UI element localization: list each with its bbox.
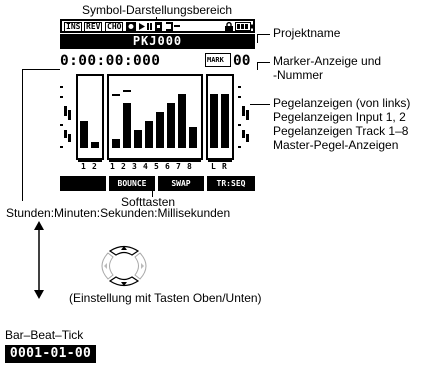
track-number-4: 4 <box>143 162 148 171</box>
lcd-display: INS REV CHO PKJ000 0:00:00:000 <box>60 19 255 191</box>
time-counter: 0:00:00:000 <box>60 53 161 69</box>
input-meter-box <box>76 74 104 160</box>
track-level-bar-4 <box>145 121 153 148</box>
cho-icon: CHO <box>105 22 124 32</box>
softkey-trseq[interactable]: TR:SEQ <box>207 176 255 191</box>
right-db-scale <box>238 86 249 148</box>
track-number-7: 7 <box>176 162 181 171</box>
label-time-format: Stunden:Minuten:Sekunden:Millisekunden <box>6 206 231 220</box>
project-name-bar: PKJ000 <box>60 34 255 49</box>
label-marker-line2: -Nummer <box>273 68 323 82</box>
track-level-bar-6 <box>167 103 175 148</box>
left-db-scale <box>60 86 71 148</box>
track-peak-mark-1 <box>112 94 120 96</box>
label-symbol-area: Symbol-Darstellungsbereich <box>82 3 233 17</box>
track-level-bar-2 <box>123 103 131 148</box>
softkey-1[interactable] <box>60 176 106 191</box>
symbol-bar: INS REV CHO <box>60 19 255 33</box>
label-meters-line3: Pegelanzeigen Track 1–8 <box>273 124 409 138</box>
softkey-swap[interactable]: SWAP <box>158 176 204 191</box>
label-up-down-hint: (Einstellung mit Tasten Oben/Unten) <box>69 291 262 305</box>
softkey-bounce[interactable]: BOUNCE <box>109 176 155 191</box>
label-project-name: Projektname <box>273 26 341 40</box>
track-level-bar-1 <box>112 139 120 148</box>
input-level-bar-1 <box>80 121 88 148</box>
loop-play-icon <box>126 22 180 31</box>
track-level-bar-7 <box>178 94 186 148</box>
track-number-3: 3 <box>132 162 137 171</box>
label-meters-line4: Master-Pegel-Anzeigen <box>273 138 399 152</box>
battery-icon <box>235 22 253 31</box>
ins-icon: INS <box>64 22 83 32</box>
track-level-bar-8 <box>189 127 197 148</box>
label-softkeys: Softtasten <box>121 195 176 209</box>
marker-label: MARK <box>207 56 224 64</box>
master-channel-r: R <box>222 162 227 171</box>
master-channel-l: L <box>211 162 216 171</box>
track-level-bar-5 <box>156 112 164 148</box>
input-level-bar-2 <box>91 142 99 148</box>
marker-indicator: MARK <box>205 53 231 67</box>
track-level-bar-3 <box>134 130 142 148</box>
lock-icon <box>225 22 233 31</box>
track-number-8: 8 <box>187 162 192 171</box>
project-name: PKJ000 <box>132 34 183 48</box>
bar-beat-tick-value: 0001-01-00 <box>9 346 92 361</box>
track-peak-mark-2 <box>123 90 131 92</box>
up-down-arrow-icon <box>34 221 44 299</box>
track-meter-box <box>107 74 203 160</box>
input-channel-2: 2 <box>92 162 97 171</box>
rev-icon: REV <box>84 22 103 32</box>
track-number-2: 2 <box>121 162 126 171</box>
track-number-5: 5 <box>154 162 159 171</box>
label-meters-line2: Pegelanzeigen Input 1, 2 <box>273 110 406 124</box>
marker-number: 00 <box>233 53 251 69</box>
label-meters-line1: Pegelanzeigen (von links) <box>273 96 411 110</box>
input-channel-1: 1 <box>81 162 86 171</box>
master-level-bar-2 <box>221 94 229 148</box>
bar-beat-tick-display: 0001-01-00 <box>5 345 96 363</box>
label-bar-beat-tick: Bar–Beat–Tick <box>5 328 84 342</box>
cursor-pad-icon <box>101 245 147 287</box>
track-number-6: 6 <box>165 162 170 171</box>
label-marker-line1: Marker-Anzeige und <box>273 54 382 68</box>
master-level-bar-1 <box>210 94 218 148</box>
master-meter-box <box>206 74 234 160</box>
track-number-1: 1 <box>110 162 115 171</box>
